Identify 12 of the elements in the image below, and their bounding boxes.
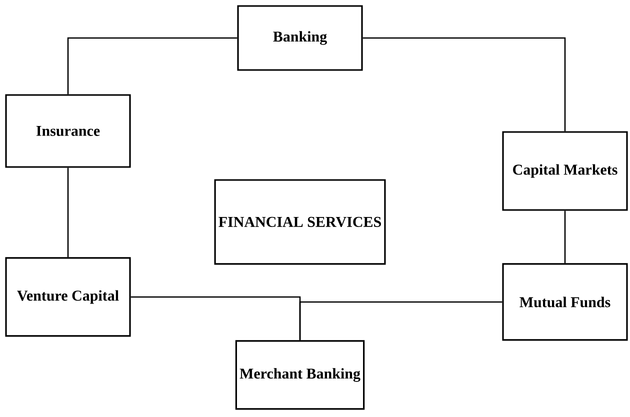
service-box: Venture Capital (5, 257, 131, 337)
service-box: Mutual Funds (502, 263, 628, 341)
connector-line (299, 301, 502, 340)
service-box: Banking (237, 5, 363, 71)
connector-line (67, 168, 69, 258)
connector-line (67, 37, 238, 94)
service-box: Insurance (5, 94, 131, 168)
service-box: Merchant Banking (235, 340, 365, 410)
service-box: Capital Markets (502, 131, 628, 211)
connector-line (362, 37, 566, 132)
connector-line (564, 210, 566, 264)
service-box: FINANCIAL SERVICES (214, 179, 386, 265)
